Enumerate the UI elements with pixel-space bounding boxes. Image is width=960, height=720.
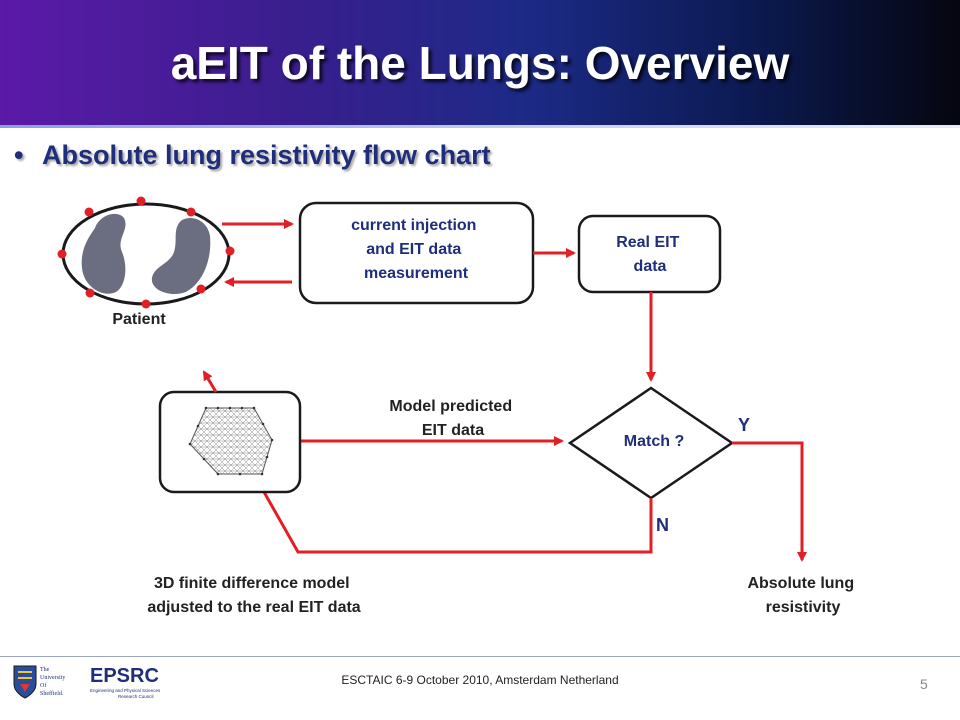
arrow-no-branch — [262, 491, 653, 554]
footer-conference: ESCTAIC 6-9 October 2010, Amsterdam Neth… — [341, 673, 619, 687]
slide-title: aEIT of the Lungs: Overview — [170, 37, 790, 89]
left-lung — [81, 213, 126, 294]
bullet-item: • Absolute lung resistivity flow chart — [14, 140, 491, 171]
model-predicted-label: Model predicted EIT data — [389, 398, 516, 439]
patient-cross-section — [57, 196, 235, 309]
no-label: N — [656, 515, 669, 535]
injection-box-text: current injection and EIT data measureme… — [351, 217, 481, 282]
university-logo-text: The University Of Sheffield. — [40, 667, 67, 697]
footer-divider — [0, 656, 960, 657]
right-lung — [151, 217, 211, 295]
page-number: 5 — [920, 676, 928, 692]
match-label: Match ? — [624, 433, 684, 450]
banner-divider — [0, 125, 960, 128]
fdm-label: 3D finite difference model adjusted to t… — [147, 575, 360, 616]
real-data-box — [577, 214, 722, 294]
arrow-yes-branch — [732, 441, 807, 562]
result-label: Absolute lung resistivity — [747, 575, 858, 616]
epsrc-logo: EPSRC Engineering and Physical Sciences … — [88, 662, 178, 702]
title-banner — [0, 0, 960, 125]
real-data-box-text: Real EIT data — [616, 234, 684, 275]
epsrc-logo-text: EPSRC — [90, 665, 159, 687]
yes-label: Y — [738, 415, 750, 435]
bullet-icon: • — [14, 140, 24, 170]
epsrc-logo-tagline: Engineering and Physical Sciences Resear… — [90, 688, 162, 699]
arrow-mesh-update — [202, 370, 218, 393]
bullet-text: Absolute lung resistivity flow chart — [42, 140, 491, 170]
university-of-sheffield-logo: The University Of Sheffield. — [13, 665, 67, 699]
mesh-icon — [188, 406, 274, 476]
patient-label: Patient — [112, 311, 166, 328]
electrode-dots — [57, 196, 235, 309]
